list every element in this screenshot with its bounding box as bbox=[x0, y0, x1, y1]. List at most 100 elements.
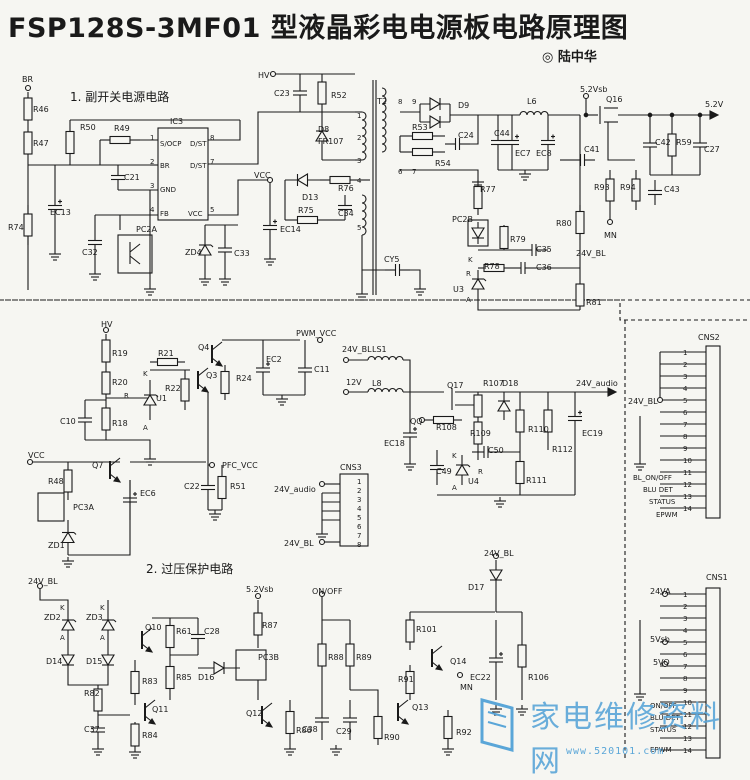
resistor bbox=[93, 688, 103, 712]
label-ec2: EC2 bbox=[266, 355, 282, 364]
optocoupler-pc3a bbox=[37, 492, 65, 522]
label-r19: R19 bbox=[112, 349, 128, 358]
label-ec8: EC8 bbox=[536, 149, 552, 158]
pin-number: K bbox=[60, 604, 65, 612]
label-v5vo: 5VO bbox=[653, 658, 670, 667]
phototransistor bbox=[129, 243, 141, 253]
pin-number: 8 bbox=[398, 98, 402, 106]
diode-bar bbox=[73, 532, 77, 535]
resistor bbox=[220, 370, 230, 395]
label-hv2: HV bbox=[101, 320, 113, 329]
label-c50: C50 bbox=[488, 446, 504, 455]
resistor bbox=[65, 130, 75, 155]
optocoupler-pc2a bbox=[117, 234, 153, 274]
wire bbox=[410, 269, 421, 285]
label-c42: C42 bbox=[655, 138, 671, 147]
diode bbox=[429, 97, 442, 111]
label-q17: Q17 bbox=[447, 381, 463, 390]
label-r93: R93 bbox=[594, 183, 610, 192]
label-ic3p3: BR bbox=[160, 162, 170, 170]
zener-diode bbox=[143, 393, 157, 406]
resistor bbox=[411, 147, 434, 157]
label-ec6: EC6 bbox=[140, 489, 156, 498]
wire bbox=[149, 189, 158, 270]
terminal bbox=[342, 356, 350, 364]
label-q7: Q7 bbox=[92, 461, 103, 470]
connector-cns1 bbox=[705, 587, 721, 759]
wire bbox=[208, 179, 270, 216]
label-zd4: ZD4 bbox=[185, 248, 202, 257]
label-r49: R49 bbox=[114, 124, 130, 133]
label-r83: R83 bbox=[142, 677, 158, 686]
label-pc2b: PC2B bbox=[452, 215, 473, 224]
resistor bbox=[253, 612, 263, 636]
inductor bbox=[395, 387, 404, 393]
terminal bbox=[661, 638, 669, 646]
resistor bbox=[605, 178, 615, 202]
terminal bbox=[661, 590, 669, 598]
label-r107: R107 bbox=[483, 379, 504, 388]
wire bbox=[68, 480, 131, 556]
resistor bbox=[296, 215, 319, 225]
label-r52: R52 bbox=[331, 91, 347, 100]
transistor-arrow bbox=[401, 718, 410, 725]
label-d9: D9 bbox=[458, 101, 469, 110]
pin-number: A bbox=[143, 424, 148, 432]
label-status2: STATUS bbox=[650, 726, 677, 734]
resistor bbox=[483, 263, 505, 273]
transistor-arrow bbox=[113, 476, 122, 483]
cns2-pin-7: 7 bbox=[683, 421, 687, 429]
pin-number: R bbox=[124, 392, 129, 400]
terminal bbox=[208, 461, 216, 469]
diode-bar bbox=[210, 244, 214, 248]
cns2-pin-3: 3 bbox=[683, 373, 687, 381]
label-blonoff1: BL_ON/OFF bbox=[633, 474, 672, 482]
optocoupler-pc2b bbox=[467, 219, 489, 247]
label-l6: L6 bbox=[527, 97, 537, 106]
resistor bbox=[515, 409, 525, 433]
label-v24va: 24VA bbox=[650, 587, 671, 596]
transistor-arrow bbox=[201, 386, 210, 393]
resistor bbox=[411, 131, 434, 141]
label-r51: R51 bbox=[230, 482, 246, 491]
cns3-pin-1: 1 bbox=[357, 478, 361, 486]
cns2-pin-8: 8 bbox=[683, 433, 687, 441]
label-v12: 12V bbox=[346, 378, 362, 387]
transformer-winding bbox=[361, 202, 367, 212]
label-r86: R86 bbox=[296, 726, 312, 735]
label-r94: R94 bbox=[620, 183, 636, 192]
terminal bbox=[418, 416, 426, 424]
cns3-pin-6: 6 bbox=[357, 523, 362, 531]
label-zd2: ZD2 bbox=[44, 613, 61, 622]
cns2-pin-10: 10 bbox=[683, 457, 692, 465]
label-mn2: MN bbox=[460, 683, 473, 692]
label-r81: R81 bbox=[586, 298, 602, 307]
transformer-winding bbox=[361, 210, 367, 220]
wire bbox=[208, 120, 241, 141]
diode-bar bbox=[113, 619, 117, 623]
terminal bbox=[456, 671, 464, 679]
transistor bbox=[197, 367, 209, 377]
section-title-standby: 1. 副开关电源电路 bbox=[70, 90, 170, 104]
wire bbox=[400, 169, 479, 178]
section-title-overvoltage: 2. 过压保护电路 bbox=[146, 562, 234, 576]
label-pc3a: PC3A bbox=[73, 503, 95, 512]
pin-number: 5 bbox=[210, 206, 214, 214]
label-v24bl3: 24V_BL bbox=[284, 539, 314, 548]
cns1-pin-11: 11 bbox=[683, 711, 692, 719]
watermark-url: www.520101.com bbox=[566, 746, 665, 757]
label-c24: C24 bbox=[458, 131, 474, 140]
label-v5vsb: 5Vsb bbox=[650, 635, 670, 644]
cns3-pin-4: 4 bbox=[357, 505, 362, 513]
cns1-pin-13: 13 bbox=[683, 735, 692, 743]
pin-number: 8 bbox=[210, 134, 214, 142]
label-vcc1: VCC bbox=[254, 171, 271, 180]
label-r53: R53 bbox=[412, 123, 428, 132]
label-r88: R88 bbox=[328, 653, 344, 662]
label-c34: C34 bbox=[338, 209, 354, 218]
terminal bbox=[342, 388, 350, 396]
cns2-pin-11: 11 bbox=[683, 469, 692, 477]
transistor bbox=[141, 627, 153, 637]
label-r87: R87 bbox=[262, 621, 278, 630]
pin-number: K bbox=[468, 256, 473, 264]
